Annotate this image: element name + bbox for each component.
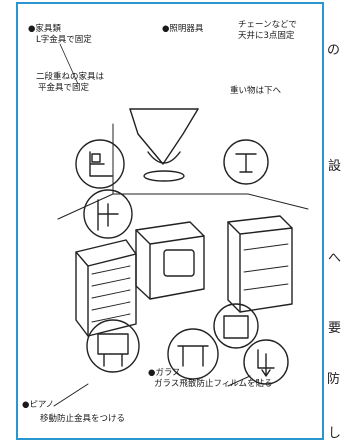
piano-fix-caption: 移動防止金具をつける [40,414,126,424]
page-edge-char: 要 [328,321,341,336]
glass-film-caption: ガラス飛散防止フィルムを貼る [154,379,273,389]
stacked-furniture-caption-2: 平金具で固定 [38,83,90,93]
glass-heading: ●ガラス [148,368,181,378]
page-edge-char: 防 [327,372,341,387]
furniture-fix-caption: L字金具で固定 [36,35,92,45]
lighting-chain-caption-1: チェーンなどで [238,20,297,30]
piano-heading: ●ピアノ [22,400,55,410]
room-line-drawing [53,43,309,407]
page-edge-char: へ [328,251,341,266]
lighting-chain-caption-2: 天井に3点固定 [238,31,295,41]
stacked-furniture-caption-1: 二段重ねの家具は [36,72,105,82]
furniture-heading: ●家具類 [28,24,61,34]
lighting-heading: ●照明器具 [162,24,204,34]
page-edge-char: し [328,426,341,441]
page-edge-char-top: の [327,43,341,58]
page-edge-char: 設 [328,159,341,174]
heavy-items-caption: 重い物は下へ [230,86,282,96]
earthquake-safety-illustration: ●家具類 L字金具で固定 ●照明器具 チェーンなどで 天井に3点固定 二段重ねの… [16,2,324,440]
